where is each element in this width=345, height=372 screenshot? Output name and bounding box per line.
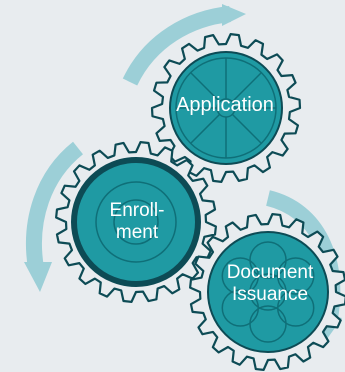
gear-label-document-line2: Issuance: [231, 283, 309, 305]
arrow-body: [25, 141, 84, 270]
arrow-head: [24, 262, 52, 292]
gear-label-document-line1: Document: [226, 262, 314, 283]
gear-application: [150, 33, 302, 183]
gears: [55, 33, 345, 371]
gear-label-application: Application: [176, 94, 274, 116]
gear-enrollment: [55, 141, 217, 303]
gear-label-document-issuance: Document Issuance: [205, 262, 335, 306]
arrow-head: [222, 4, 246, 26]
gear-core-document: [207, 231, 329, 353]
circle-cluster-icon: [221, 241, 315, 343]
gear-label-enrollment-line2: ment: [115, 221, 159, 243]
concentric-rings-icon: [95, 181, 177, 263]
wheel-spokes-icon: [175, 57, 277, 159]
gear-label-enrollment: Enroll- ment: [92, 200, 182, 244]
gear-core-enrollment: [71, 157, 201, 287]
curved-arrow-icon: [24, 141, 84, 292]
gear-document: [189, 213, 345, 371]
curved-arrow-icon: [122, 4, 246, 86]
gear-label-enrollment-line1: Enroll-: [109, 200, 165, 221]
arrow-body: [122, 6, 231, 86]
